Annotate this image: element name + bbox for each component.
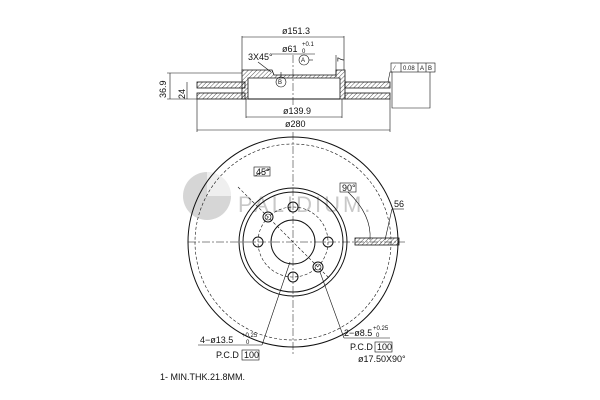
datum-a: A	[301, 58, 305, 64]
pin-holes-label: 2−ø8.5	[344, 328, 372, 338]
angle-45: 45°	[256, 167, 270, 177]
svg-text:⁄: ⁄	[392, 66, 396, 72]
disc-plate-right-top	[344, 81, 391, 89]
svg-text:+0.25: +0.25	[242, 333, 258, 339]
disc-plate-right-bottom	[344, 92, 391, 100]
svg-text:+0.25: +0.25	[373, 326, 389, 332]
dim-chamfer: 3X45°	[248, 52, 273, 62]
bolt-hole	[287, 201, 299, 213]
vent-count: 56	[394, 199, 404, 209]
disc-plate-left-top	[196, 81, 246, 89]
svg-text:+0.1: +0.1	[302, 42, 315, 48]
dim-hat-diameter: ø151.3	[282, 26, 310, 36]
dim-total-height: 36.9	[158, 80, 168, 98]
pin-hole	[262, 211, 274, 223]
bolt-holes-label: 4−ø13.5	[200, 335, 233, 345]
svg-text:0.08: 0.08	[403, 66, 415, 72]
pin-pcd-value: 100	[377, 342, 392, 352]
disc-plate-left-bottom	[196, 92, 246, 100]
svg-text:P.C.D: P.C.D	[216, 350, 239, 360]
bolt-hole	[287, 271, 299, 283]
angle-90: 90°	[342, 183, 356, 193]
vent-section	[354, 237, 400, 246]
svg-text:B: B	[428, 66, 432, 72]
watermark-logo: PALIDIUM.	[183, 172, 373, 220]
bolt-circle	[257, 206, 329, 278]
svg-text:0: 0	[246, 340, 250, 346]
bolt-pcd-value: 100	[244, 350, 259, 360]
countersink-label: ø17.50X90°	[358, 354, 406, 364]
bolt-hole	[252, 236, 264, 248]
min-thickness-note: 1- MIN.THK.21.8MM.	[160, 372, 245, 382]
dim-hat-depth: 7	[336, 57, 346, 62]
tolerance-frame: ⁄ 0.08 A B	[390, 62, 436, 73]
svg-text:0: 0	[302, 49, 306, 55]
svg-text:PALIDIUM.: PALIDIUM.	[238, 192, 373, 217]
dim-thickness: 24	[177, 89, 187, 99]
center-bore	[270, 219, 316, 265]
bolt-hole	[322, 236, 334, 248]
svg-text:0: 0	[376, 333, 380, 339]
dim-outer-diameter: ø280	[285, 119, 306, 129]
datum-b: B	[278, 80, 282, 86]
svg-text:A: A	[420, 66, 424, 72]
svg-text:P.C.D: P.C.D	[350, 342, 373, 352]
pin-hole	[312, 261, 324, 273]
front-view: 45° 90° 56 4−ø13.5 +0.25 0 P.C.D 100 2−ø…	[187, 132, 406, 364]
hat-section	[241, 69, 346, 100]
side-view: ø151.3 ø61 +0.1 0 3X45° 7 A B 36.9 24 ø1…	[158, 26, 436, 132]
dim-inner-diameter: ø139.9	[283, 106, 311, 116]
dim-bore-diameter: ø61	[282, 44, 298, 54]
